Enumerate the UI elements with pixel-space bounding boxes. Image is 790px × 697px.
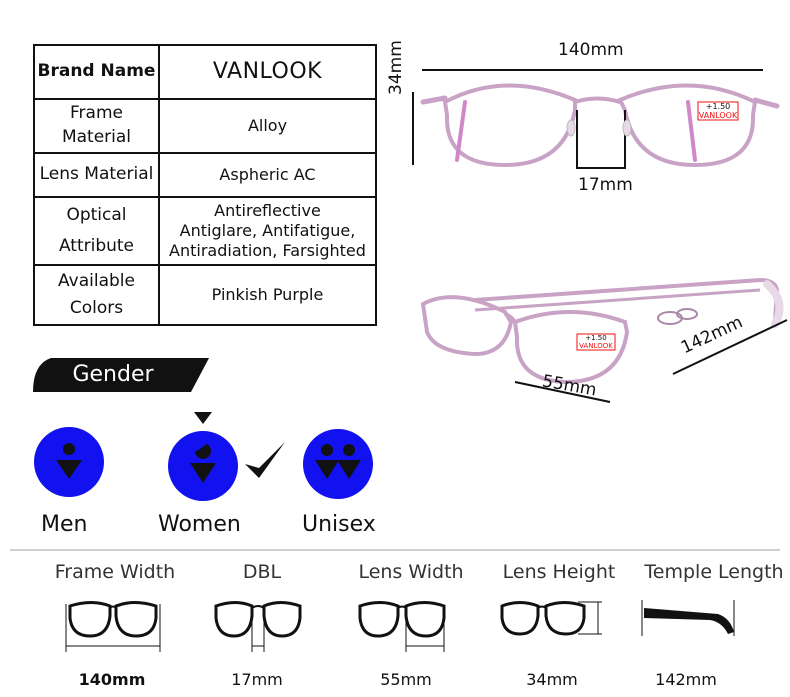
spec-key: Frame Material [35, 100, 160, 152]
temple-length-icon [641, 600, 735, 636]
spec-row-optical-attribute: Optical Attribute Antireflective Antigla… [35, 198, 375, 266]
gender-banner: Gender [33, 358, 209, 392]
checkmark-icon [245, 442, 285, 478]
dimension-header-dbl: DBL [242, 561, 282, 583]
spec-row-frame-material: Frame Material Alloy [35, 100, 375, 154]
spec-value: Aspheric AC [219, 165, 316, 184]
sticker-power: +1.50 [706, 102, 731, 111]
section-divider [10, 549, 780, 551]
dimension-value-lens-height: 34mm [526, 670, 578, 689]
sticker-brand: VANLOOK [579, 342, 613, 350]
selected-indicator-icon [194, 412, 212, 424]
spec-value: Alloy [247, 116, 288, 135]
dimension-header-frame-width: Frame Width [54, 561, 176, 583]
woman-icon [190, 442, 216, 483]
gender-label-women: Women [158, 512, 241, 537]
lens-height-icon [500, 601, 602, 636]
spec-key: Lens Material [35, 154, 160, 196]
spec-row-available-colors: Available Colors Pinkish Purple [35, 266, 375, 324]
gender-option-unisex[interactable] [303, 429, 373, 499]
spec-value: VANLOOK [212, 59, 323, 85]
spec-row-lens-material: Lens Material Aspheric AC [35, 154, 375, 198]
front-view-glasses-photo: +1.50 VANLOOK [412, 69, 780, 169]
spec-row-brand: Brand Name VANLOOK [35, 46, 375, 100]
frame-width-label: 140mm [558, 40, 624, 60]
gender-option-men[interactable] [34, 427, 104, 497]
dimension-value-lens-width: 55mm [380, 670, 432, 689]
sticker-brand: VANLOOK [699, 111, 738, 120]
gender-option-women[interactable] [168, 431, 238, 501]
dimension-value-temple-length: 142mm [655, 670, 717, 689]
dbl-icon [214, 601, 302, 652]
dimension-header-lens-height: Lens Height [502, 561, 616, 583]
spec-table: Brand Name VANLOOK Frame Material Alloy … [33, 44, 377, 326]
frame-width-icon [65, 601, 161, 652]
dimension-header-lens-width: Lens Width [358, 561, 464, 583]
bridge-width-label: 17mm [578, 175, 633, 195]
spec-key: Brand Name [35, 46, 160, 98]
spec-value: Pinkish Purple [211, 285, 324, 304]
spec-key: Optical Attribute [35, 198, 160, 264]
gender-label-unisex: Unisex [302, 512, 376, 537]
side-view-glasses-photo: +1.50 VANLOOK [420, 277, 788, 403]
dimension-value-dbl: 17mm [231, 670, 283, 689]
lens-width-icon [358, 601, 446, 652]
lens-height-label: 34mm [386, 40, 406, 95]
sticker-power: +1.50 [585, 334, 606, 342]
dimension-value-frame-width: 140mm [78, 670, 146, 689]
man-icon [56, 443, 82, 479]
dimension-header-temple-length: Temple Length [644, 561, 784, 583]
gender-label-men: Men [41, 512, 88, 537]
unisex-icon [315, 444, 361, 479]
spec-value: Antireflective Antiglare, Antifatigue, A… [169, 201, 366, 260]
spec-key: Available Colors [35, 266, 160, 324]
gender-title: Gender [72, 362, 154, 387]
